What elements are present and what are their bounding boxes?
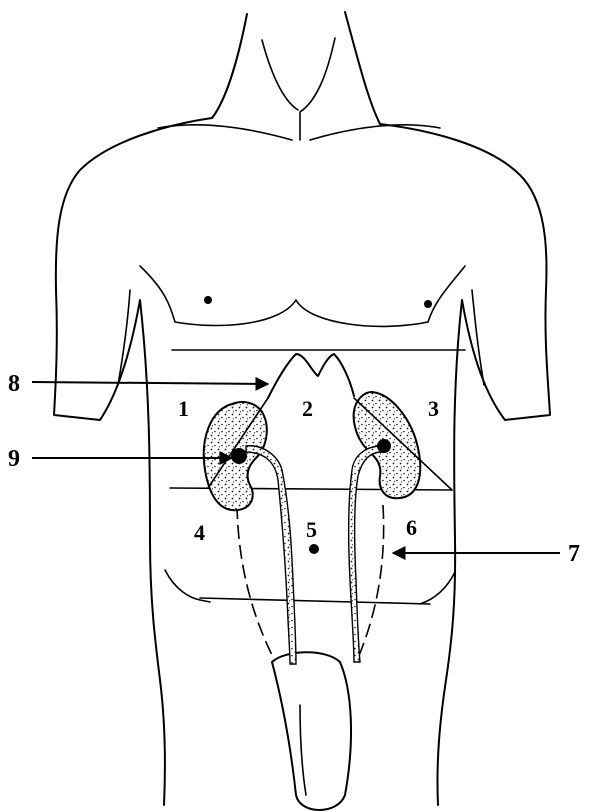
- right-arm-line: [472, 290, 484, 385]
- diaphragm-outline: [268, 354, 354, 398]
- chest-outline: [140, 266, 465, 326]
- genitals-outline: [272, 652, 351, 810]
- right-renal-pelvis: [377, 439, 391, 453]
- region-label-5: 5: [306, 517, 317, 542]
- left-nipple: [204, 296, 212, 304]
- lower-horizontal-line: [200, 598, 430, 604]
- neck-muscle-lines: [262, 38, 335, 140]
- neck-outline: [212, 12, 380, 124]
- pointer-label-7: 7: [568, 541, 580, 567]
- right-vertical-dashed: [358, 505, 384, 658]
- right-nipple: [424, 300, 432, 308]
- right-groin-crease: [420, 572, 455, 604]
- left-groin-crease: [165, 570, 210, 602]
- region-label-2: 2: [302, 396, 313, 421]
- region-label-6: 6: [406, 515, 417, 540]
- pointer-8-arrow: [32, 382, 268, 384]
- umbilicus: [309, 544, 319, 554]
- left-vertical-dashed: [237, 505, 272, 655]
- left-ureter: [246, 446, 296, 664]
- region-label-1: 1: [178, 396, 189, 421]
- genitals-inner: [300, 705, 306, 795]
- region-dividers: [170, 488, 452, 658]
- pointer-label-8: 8: [8, 371, 20, 397]
- region-label-3: 3: [428, 396, 439, 421]
- left-shoulder-side: [54, 118, 212, 805]
- right-ureter: [349, 446, 382, 662]
- left-arm-line: [118, 290, 130, 385]
- region-label-4: 4: [194, 520, 205, 545]
- pointer-label-9: 9: [8, 446, 20, 472]
